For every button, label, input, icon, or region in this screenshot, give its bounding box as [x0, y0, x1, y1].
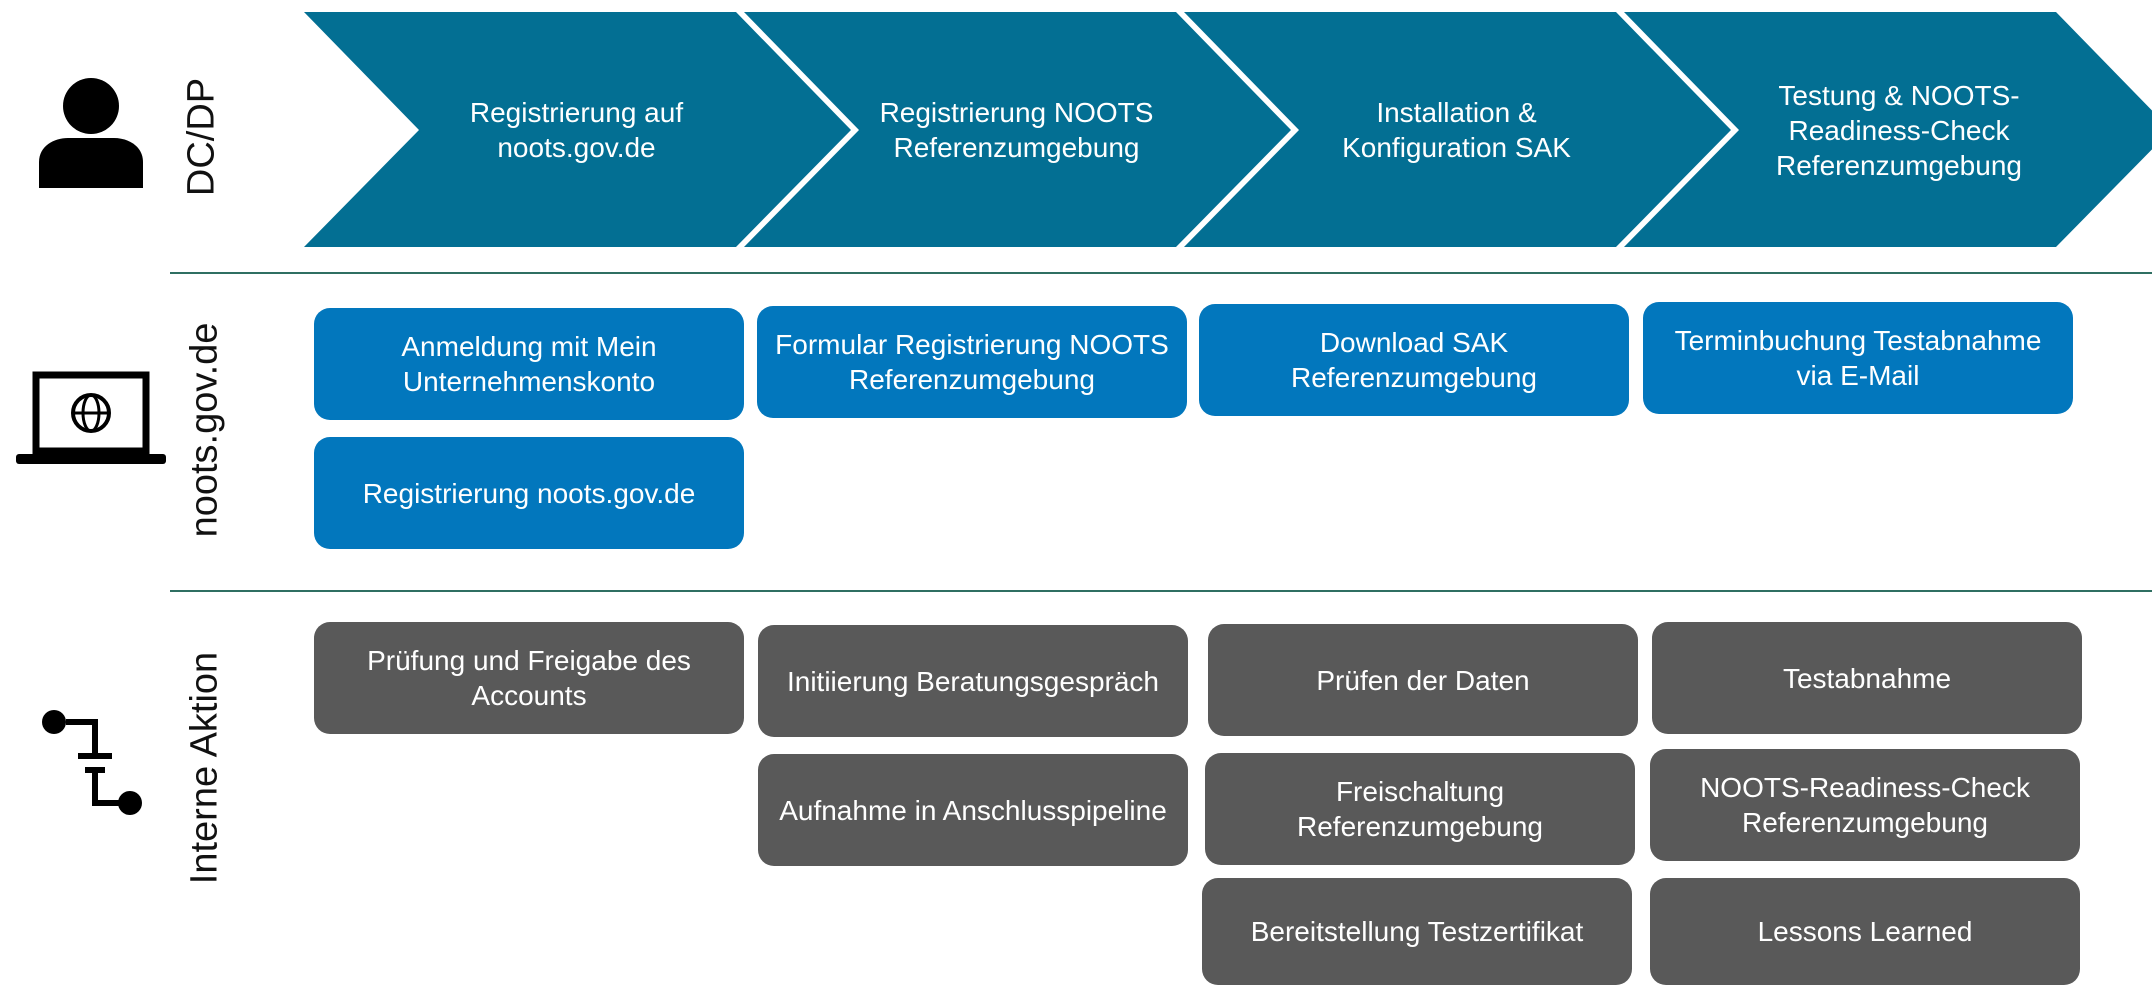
- process-chevrons: [304, 12, 2152, 247]
- portal-step-box: Anmeldung mit Mein Unternehmenskonto: [314, 308, 744, 420]
- process-step-chevron: [744, 12, 1291, 247]
- process-step-chevron: [304, 12, 851, 247]
- internal-action-box: Testabnahme: [1652, 622, 2082, 734]
- lane-divider: [170, 590, 2152, 592]
- process-step-label: Installation & Konfiguration SAK: [1342, 97, 1571, 163]
- internal-action-box: Initiierung Beratungsgespräch: [758, 625, 1188, 737]
- portal-step-box: Formular Registrierung NOOTS Referenzumg…: [757, 306, 1187, 418]
- laptop-globe-icon: [16, 371, 166, 464]
- process-step-chevron: [1184, 12, 1731, 247]
- internal-action-box: Lessons Learned: [1650, 878, 2080, 985]
- internal-action-box: Freischaltung Referenzumgebung: [1205, 753, 1635, 865]
- lane-label-interne-aktion: Interne Aktion: [183, 651, 226, 885]
- process-step-chevron: [1624, 12, 2152, 247]
- internal-action-box: Bereitstellung Testzertifikat: [1202, 878, 1632, 985]
- process-flow-icon: [42, 710, 142, 815]
- internal-action-box: Aufnahme in Anschlusspipeline: [758, 754, 1188, 866]
- lane-divider: [170, 272, 2152, 274]
- person-icon: [39, 78, 143, 188]
- internal-action-box: NOOTS-Readiness-Check Referenzumgebung: [1650, 749, 2080, 861]
- internal-action-box: Prüfen der Daten: [1208, 624, 1638, 736]
- lane-label-noots: noots.gov.de: [183, 322, 226, 538]
- process-step-label: Registrierung auf noots.gov.de: [469, 97, 684, 163]
- internal-action-box: Prüfung und Freigabe des Accounts: [314, 622, 744, 734]
- portal-step-box: Terminbuchung Testabnahme via E-Mail: [1643, 302, 2073, 414]
- portal-step-box: Registrierung noots.gov.de: [314, 437, 744, 549]
- process-step-label: Registrierung NOOTS Referenzumgebung: [879, 97, 1154, 163]
- process-step-label: Testung & NOOTS- Readiness-Check Referen…: [1776, 79, 2022, 181]
- portal-step-box: Download SAK Referenzumgebung: [1199, 304, 1629, 416]
